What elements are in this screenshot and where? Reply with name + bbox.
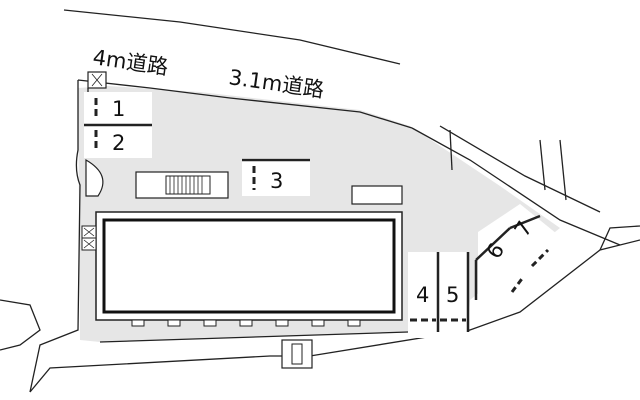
parking-number-3: 3 xyxy=(270,169,283,193)
parking-stalls-6-7 xyxy=(474,204,562,300)
parking-number-1: 1 xyxy=(112,97,125,121)
parking-number-5: 5 xyxy=(446,283,459,307)
parking-number-4: 4 xyxy=(416,283,429,307)
balcony-tabs xyxy=(131,319,361,327)
parking-stall-3 xyxy=(242,158,310,196)
road-label-3-1m: 3.1m道路 xyxy=(227,65,325,102)
apartment-building xyxy=(102,218,396,314)
entrance-gate xyxy=(281,339,313,369)
bike-shelter xyxy=(351,185,403,205)
parking-number-2: 2 xyxy=(112,131,125,155)
planter-curve xyxy=(85,158,104,197)
parking-stalls-4-5 xyxy=(408,252,470,338)
stair-treads xyxy=(165,175,211,195)
bicycle-parking-icon xyxy=(81,225,97,251)
parking-stalls-1-2 xyxy=(84,92,152,158)
road-edges xyxy=(63,9,621,246)
